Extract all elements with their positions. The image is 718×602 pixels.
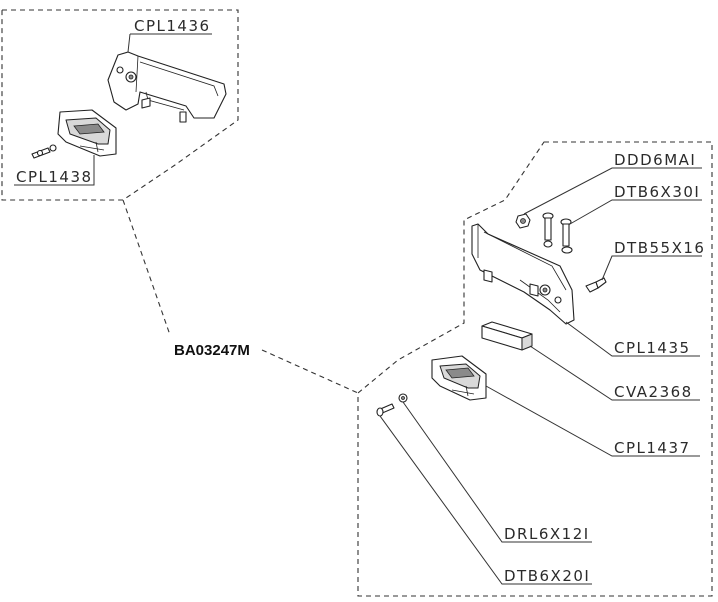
part-ddd6mai-drawing (515, 213, 531, 229)
label-drl6x12i: DRL6X12I (504, 525, 590, 543)
part-cpl1436-drawing (107, 51, 227, 123)
assembly-code: BA03247M (174, 342, 250, 359)
leader-ddd6mai (523, 167, 702, 215)
label-ddd6mai: DDD6MAI (614, 151, 696, 169)
part-labels: CPL1436 CPL1438 DDD6MAI DTB6X30I DTB55X1… (16, 17, 705, 585)
group-boundaries (1, 9, 713, 597)
part-cpl1438-drawing (31, 109, 117, 159)
label-cpl1437: CPL1437 (614, 439, 691, 457)
leader-cva2368 (529, 345, 700, 401)
leader-dtb6x30i (569, 199, 702, 225)
assembly-connector-lower (261, 349, 359, 394)
group-boundary-right (357, 141, 713, 597)
group-boundary-top-left (1, 9, 239, 201)
assembly-connector-upper (122, 199, 171, 336)
leader-cpl1436 (127, 33, 212, 53)
part-drl6x12i-drawing (398, 393, 408, 403)
label-cva2368: CVA2368 (614, 383, 693, 401)
label-dtb6x30i: DTB6X30I (614, 183, 700, 201)
label-dtb6x20i: DTB6X20I (504, 567, 590, 585)
part-dtb55x16-drawing (585, 277, 607, 293)
leader-lines (14, 33, 702, 585)
label-dtb55x16: DTB55X16 (614, 239, 705, 257)
label-cpl1436: CPL1436 (134, 17, 211, 35)
leader-cpl1435 (565, 321, 700, 357)
label-cpl1438: CPL1438 (16, 168, 93, 186)
leader-drl6x12i (402, 401, 592, 543)
part-dtb6x20i-drawing (376, 403, 395, 417)
part-cva2368-drawing (481, 321, 533, 351)
label-cpl1435: CPL1435 (614, 339, 691, 357)
part-cpl1435-drawing (471, 223, 575, 325)
part-cpl1437-drawing (431, 355, 487, 401)
leader-dtb6x20i (379, 415, 592, 585)
leader-cpl1438 (14, 155, 95, 186)
leader-dtb55x16 (601, 255, 702, 281)
part-dtb6x30i-drawing (542, 212, 573, 254)
leader-cpl1437 (485, 385, 700, 457)
